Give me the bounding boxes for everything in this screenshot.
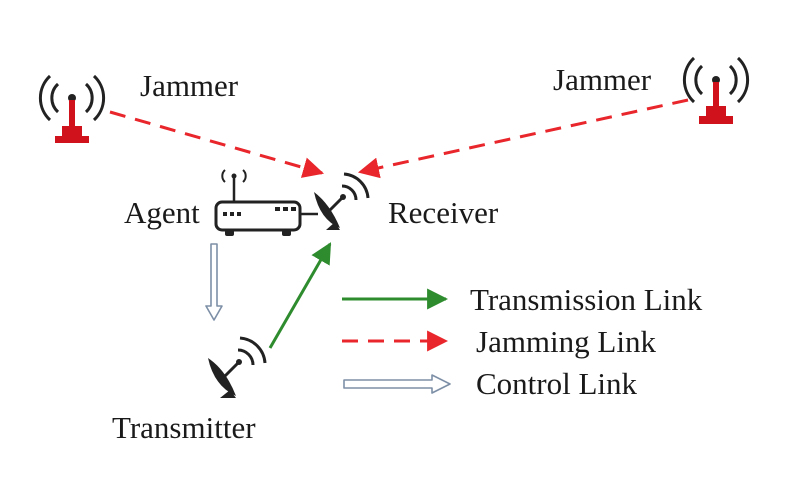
legend-transmission-label: Transmission Link <box>470 282 703 317</box>
legend-control-arrow <box>343 374 451 394</box>
control-link <box>205 243 223 321</box>
jamming-link-left <box>109 110 325 178</box>
satellite-dish-icon <box>314 172 370 230</box>
transmission-link <box>268 242 332 349</box>
jammer-right-label: Jammer <box>553 62 652 97</box>
satellite-dish-icon <box>208 336 267 398</box>
legend-jamming-label: Jamming Link <box>476 324 656 359</box>
jammer-left-label: Jammer <box>140 68 239 103</box>
radio-tower-icon <box>682 56 750 124</box>
receiver-label: Receiver <box>388 195 499 230</box>
jamming-link-right <box>357 98 689 179</box>
transmitter-label: Transmitter <box>112 410 256 445</box>
legend-control-label: Control Link <box>476 366 638 401</box>
router-icon <box>214 169 318 236</box>
agent-label: Agent <box>124 195 200 230</box>
radio-tower-icon <box>38 74 106 143</box>
